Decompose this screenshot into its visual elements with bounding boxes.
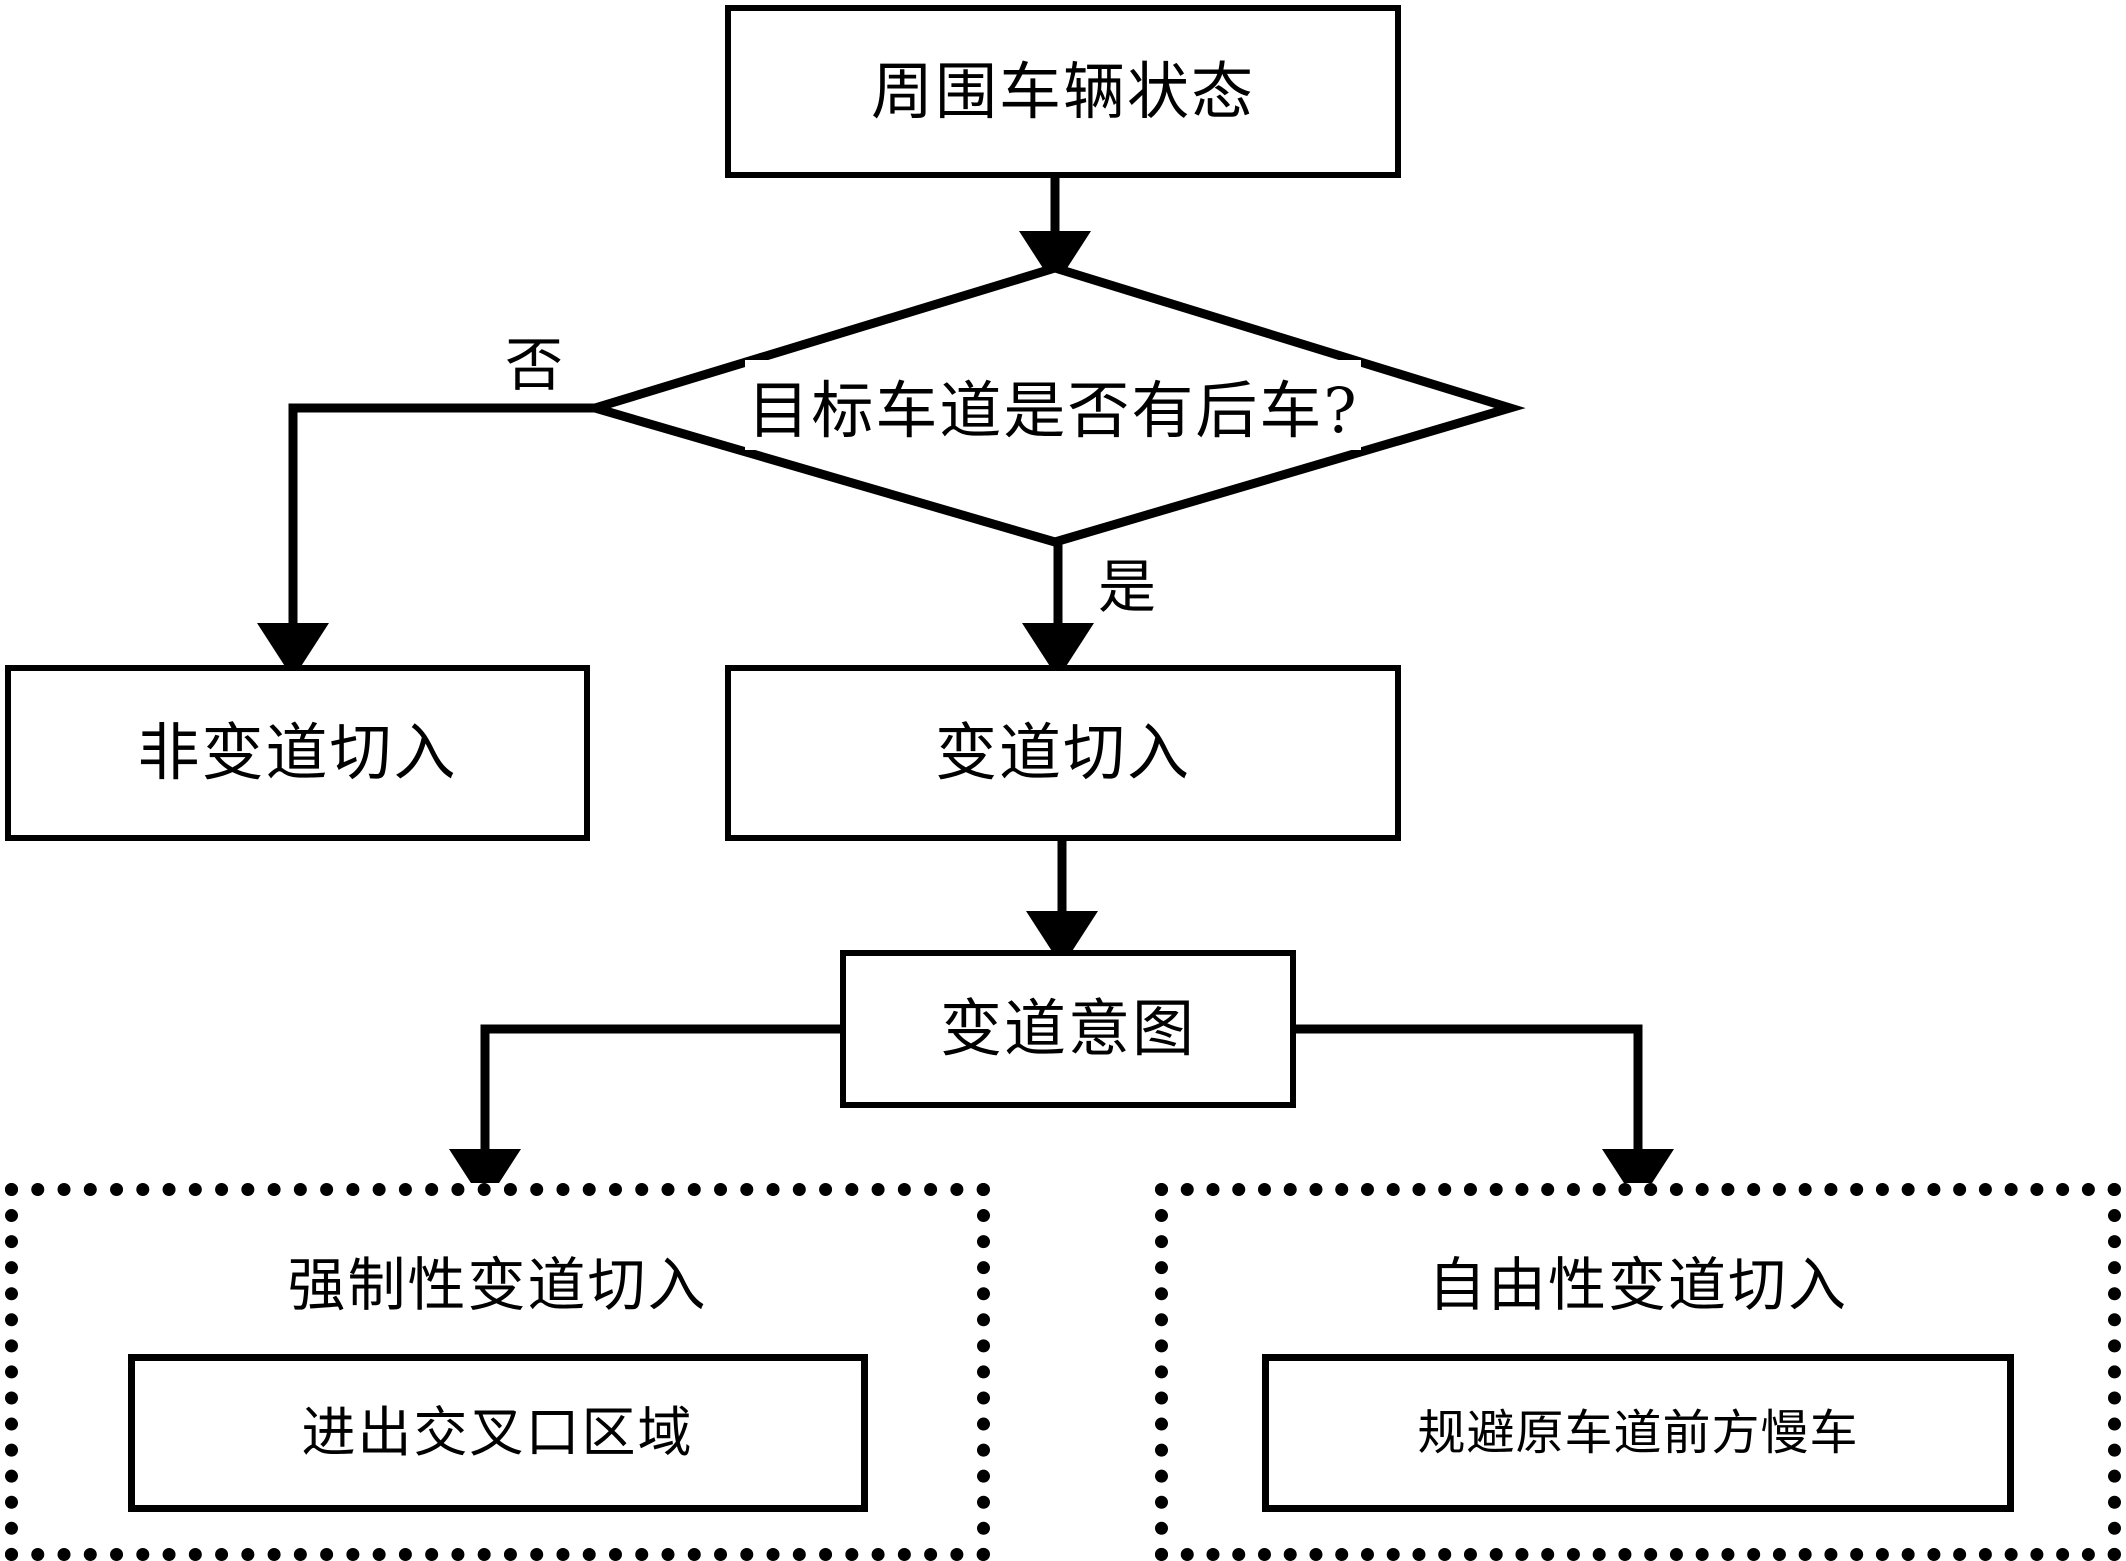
node-label: 周围车辆状态 bbox=[870, 54, 1255, 128]
node-avoid-slow-vehicle: 规避原车道前方慢车 bbox=[1262, 1354, 2014, 1512]
node-decision-rear-vehicle: 目标车道是否有后车? bbox=[595, 268, 1511, 542]
node-label: 目标车道是否有后车? bbox=[745, 360, 1361, 450]
edge-decision-no bbox=[257, 403, 595, 679]
node-surrounding-vehicle-state: 周围车辆状态 bbox=[725, 5, 1401, 178]
group-title: 自由性变道切入 bbox=[1427, 1251, 1848, 1319]
node-intersection-area: 进出交叉口区域 bbox=[127, 1354, 868, 1512]
node-label: 非变道切入 bbox=[137, 716, 458, 790]
edge-intent-to-discretionary bbox=[1295, 1024, 1674, 1205]
edge-label-yes: 是 bbox=[1098, 553, 1159, 621]
node-lane-change-intent: 变道意图 bbox=[840, 950, 1296, 1108]
group-discretionary-lane-change: 自由性变道切入 规避原车道前方慢车 bbox=[1155, 1183, 2121, 1561]
group-mandatory-lane-change: 强制性变道切入 进出交叉口区域 bbox=[5, 1183, 990, 1561]
group-title: 强制性变道切入 bbox=[287, 1251, 708, 1319]
node-label: 变道意图 bbox=[939, 992, 1196, 1066]
edge-label-no: 否 bbox=[505, 331, 566, 399]
node-label: 变道切入 bbox=[934, 716, 1191, 790]
node-label: 进出交叉口区域 bbox=[301, 1400, 694, 1464]
edge-intent-to-mandatory bbox=[449, 1024, 840, 1205]
node-lane-change-cutin: 变道切入 bbox=[725, 665, 1401, 841]
node-label: 规避原车道前方慢车 bbox=[1417, 1404, 1859, 1461]
node-non-lane-change-cutin: 非变道切入 bbox=[5, 665, 590, 841]
